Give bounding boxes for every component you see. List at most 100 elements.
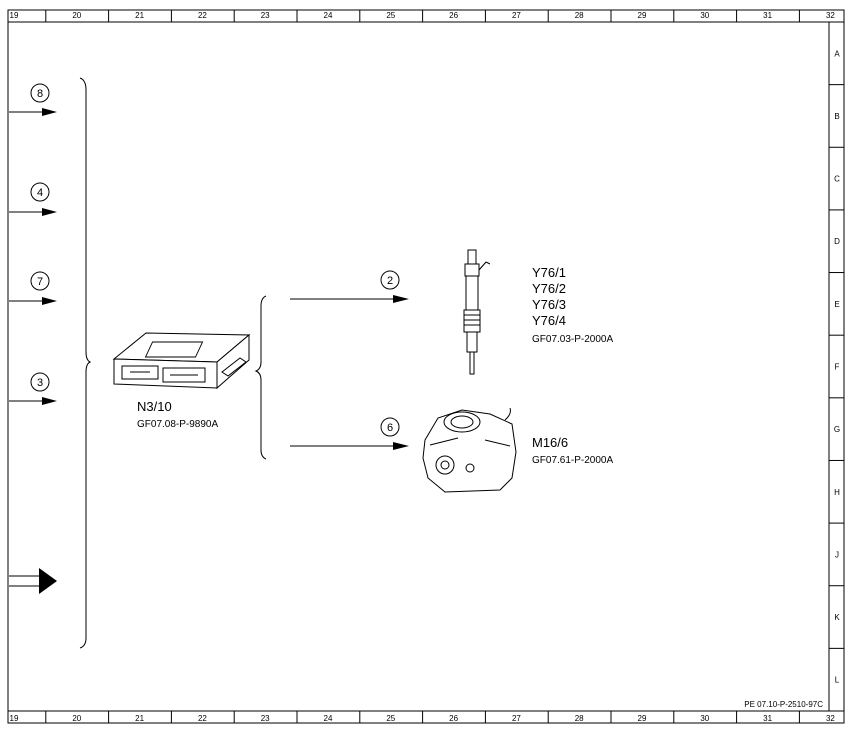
arrow-head-icon <box>393 295 409 303</box>
input-signal-3: 3 <box>9 372 57 405</box>
output-6-ref: GF07.61-P-2000A <box>532 455 613 466</box>
ruler-column-label: 29 <box>638 11 647 20</box>
output-2-ref: GF07.03-P-2000A <box>532 334 613 345</box>
actuator-wire <box>504 407 511 421</box>
ruler-row-label: J <box>835 550 839 559</box>
signal-circle <box>30 83 50 103</box>
signal-circle <box>30 372 50 392</box>
glow-plug-tip <box>469 351 475 375</box>
ruler-column-label: 26 <box>449 11 458 20</box>
ruler-row-label: K <box>834 613 840 622</box>
output-2-code-2: Y76/2 <box>532 281 566 296</box>
control-unit-ref: GF07.08-P-9890A <box>137 419 218 430</box>
glow-plug-nut <box>464 263 480 277</box>
glow-plug-thread <box>463 309 481 333</box>
bus-arrow-head-icon <box>39 568 57 594</box>
control-unit-connector-side <box>221 357 247 377</box>
ruler-column-label: 28 <box>575 11 584 20</box>
top-ruler: 19 20 21 22 23 24 25 26 27 28 29 30 31 32 <box>10 10 835 22</box>
throttle-actuator-illustration <box>422 407 517 493</box>
ruler-column-label: 23 <box>261 714 270 723</box>
input-signal-4: 4 <box>9 182 57 216</box>
output-brace <box>254 295 267 460</box>
ruler-row-label: H <box>834 488 840 497</box>
control-unit-label-plate <box>144 341 204 358</box>
diagram-frame <box>7 9 845 724</box>
glow-plug-body <box>465 275 479 311</box>
output-2-code-1: Y76/1 <box>532 265 566 280</box>
ruler-column-label: 20 <box>72 714 81 723</box>
ruler-column-label: 26 <box>449 714 458 723</box>
arrow-head-icon <box>42 208 57 216</box>
signal-number: 4 <box>37 187 43 199</box>
ruler-column-label: 27 <box>512 11 521 20</box>
ruler-row-label: L <box>835 676 840 685</box>
actuator-motor-shaft <box>440 460 450 470</box>
ruler-column-label: 21 <box>135 11 144 20</box>
ruler-column-label: 24 <box>324 714 333 723</box>
ruler-column-label: 30 <box>700 11 709 20</box>
ruler-column-label: 20 <box>72 11 81 20</box>
signal-number: 6 <box>387 422 393 434</box>
ruler-column-label: 19 <box>10 11 19 20</box>
input-signal-7: 7 <box>9 271 57 305</box>
ruler-column-label: 31 <box>763 11 772 20</box>
ruler-row-label: G <box>834 425 840 434</box>
actuator-bore-inner <box>450 415 474 429</box>
ruler-row-label: F <box>835 363 840 372</box>
glow-plug-terminal <box>467 249 477 265</box>
arrow-head-icon <box>42 108 57 116</box>
glow-plug-illustration <box>463 249 491 375</box>
signal-circle <box>380 417 400 437</box>
control-unit-code: N3/10 <box>137 399 172 414</box>
glow-plug-sleeve <box>466 331 478 353</box>
ruler-column-label: 23 <box>261 11 270 20</box>
ruler-column-label: 29 <box>638 714 647 723</box>
signal-number: 2 <box>387 275 393 287</box>
control-unit-illustration <box>112 332 251 390</box>
signal-number: 3 <box>37 377 43 389</box>
ruler-column-label: 24 <box>324 11 333 20</box>
right-ruler: A B C D E F G H J K L <box>829 49 844 685</box>
actuator-screw <box>465 463 475 473</box>
input-bus-arrow <box>9 568 57 594</box>
output-signal-2: 2 <box>290 270 409 303</box>
input-signal-8: 8 <box>9 83 57 116</box>
housing-edge <box>429 437 459 446</box>
signal-circle <box>30 182 50 202</box>
ruler-column-label: 30 <box>700 714 709 723</box>
signal-number: 7 <box>37 276 43 288</box>
ruler-column-label: 22 <box>198 714 207 723</box>
ruler-column-label: 25 <box>386 11 395 20</box>
ruler-row-label: C <box>834 175 840 184</box>
glow-plug-wire <box>485 261 491 265</box>
control-unit-side-face <box>216 333 250 390</box>
ruler-column-label: 32 <box>826 11 835 20</box>
signal-circle <box>30 271 50 291</box>
arrow-head-icon <box>393 442 409 450</box>
output-6-code: M16/6 <box>532 435 568 450</box>
ruler-column-label: 27 <box>512 714 521 723</box>
document-id: PE 07.10-P-2510-97C <box>744 700 823 709</box>
ruler-column-label: 25 <box>386 714 395 723</box>
signal-number: 8 <box>37 88 43 100</box>
ruler-row-label: E <box>834 300 839 309</box>
glow-plug-wire <box>478 261 487 271</box>
ruler-column-label: 22 <box>198 11 207 20</box>
housing-edge <box>484 439 511 447</box>
arrow-head-icon <box>42 397 57 405</box>
signal-circle <box>380 270 400 290</box>
ruler-column-label: 19 <box>10 714 19 723</box>
ruler-row-label: D <box>834 237 840 246</box>
ruler-row-label: B <box>834 112 839 121</box>
ruler-column-label: 21 <box>135 714 144 723</box>
ruler-row-label: A <box>834 49 840 58</box>
output-signal-6: 6 <box>290 417 409 450</box>
ruler-column-label: 31 <box>763 714 772 723</box>
output-2-code-4: Y76/4 <box>532 313 566 328</box>
input-brace <box>79 77 92 649</box>
output-2-code-3: Y76/3 <box>532 297 566 312</box>
ruler-column-label: 32 <box>826 714 835 723</box>
